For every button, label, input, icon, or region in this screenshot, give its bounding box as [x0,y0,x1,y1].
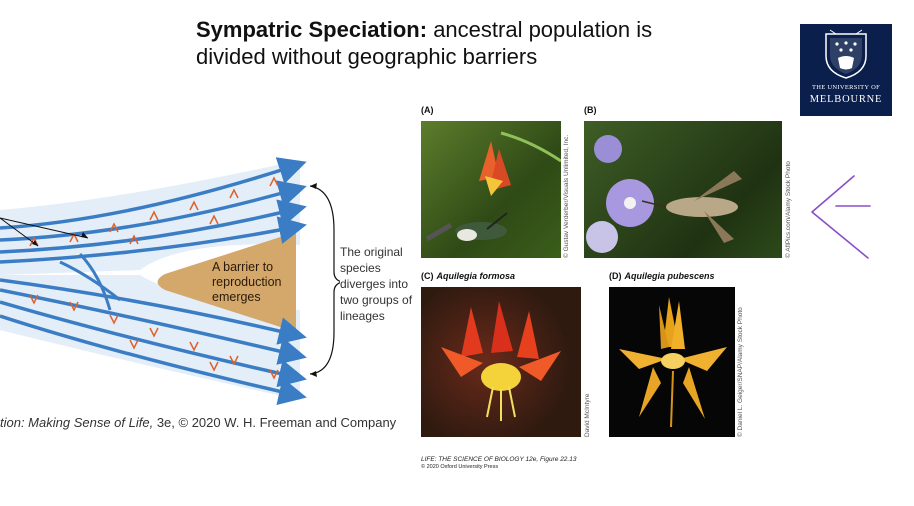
diagram-credit: tion: Making Sense of Life, 3e, © 2020 W… [0,415,396,430]
barrier-label: A barrier to reproduction emerges [212,260,282,304]
credit-rest: 3e, © 2020 W. H. Freeman and Company [153,415,397,430]
pubescens-photo [609,287,735,437]
panel-d-credit: © Daniel L. Geiger/SNAP/Alamy Stock Phot… [737,307,744,437]
species-formosa: Aquilegia formosa [436,271,516,281]
hummingbird-photo [421,121,561,258]
panel-b-label: (B) [584,105,597,115]
diverges-note: The original species diverges into two g… [340,245,413,323]
panel-c-label: (C)Aquilegia formosa [421,271,516,281]
crest-icon [825,29,867,79]
logo-line1: THE UNIVERSITY OF [811,84,881,91]
hawkmoth-photo [584,121,782,258]
figure-copyright: © 2020 Oxford University Press [421,464,499,470]
species-pubescens: Aquilegia pubescens [624,271,715,281]
panel-c-credit: David McIntyre [584,393,591,437]
panel-b-credit: © AflPics.com/Alamy Stock Photo [785,161,792,258]
logo-line2: MELBOURNE [809,94,883,105]
barrier-wedge [157,232,296,332]
title-bold: Sympatric Speciation: [196,17,428,42]
formosa-photo [421,287,581,437]
slide-title: Sympatric Speciation: ancestral populati… [196,16,716,70]
credit-italic: tion: Making Sense of Life, [0,415,154,430]
speciation-diagram [0,157,340,405]
annotation-arrow-icon [811,175,871,259]
title-rest: ancestral population is divided without … [196,17,653,69]
figure-source: LIFE: THE SCIENCE OF BIOLOGY 12e, Figure… [421,456,577,463]
brace [309,185,340,375]
panel-d-label: (D)Aquilegia pubescens [609,271,715,281]
panel-a-credit: © Gustav Verderber/Visuals Unlimited, In… [563,134,570,258]
university-logo: THE UNIVERSITY OF MELBOURNE [800,24,892,116]
panel-a-label: (A) [421,105,434,115]
